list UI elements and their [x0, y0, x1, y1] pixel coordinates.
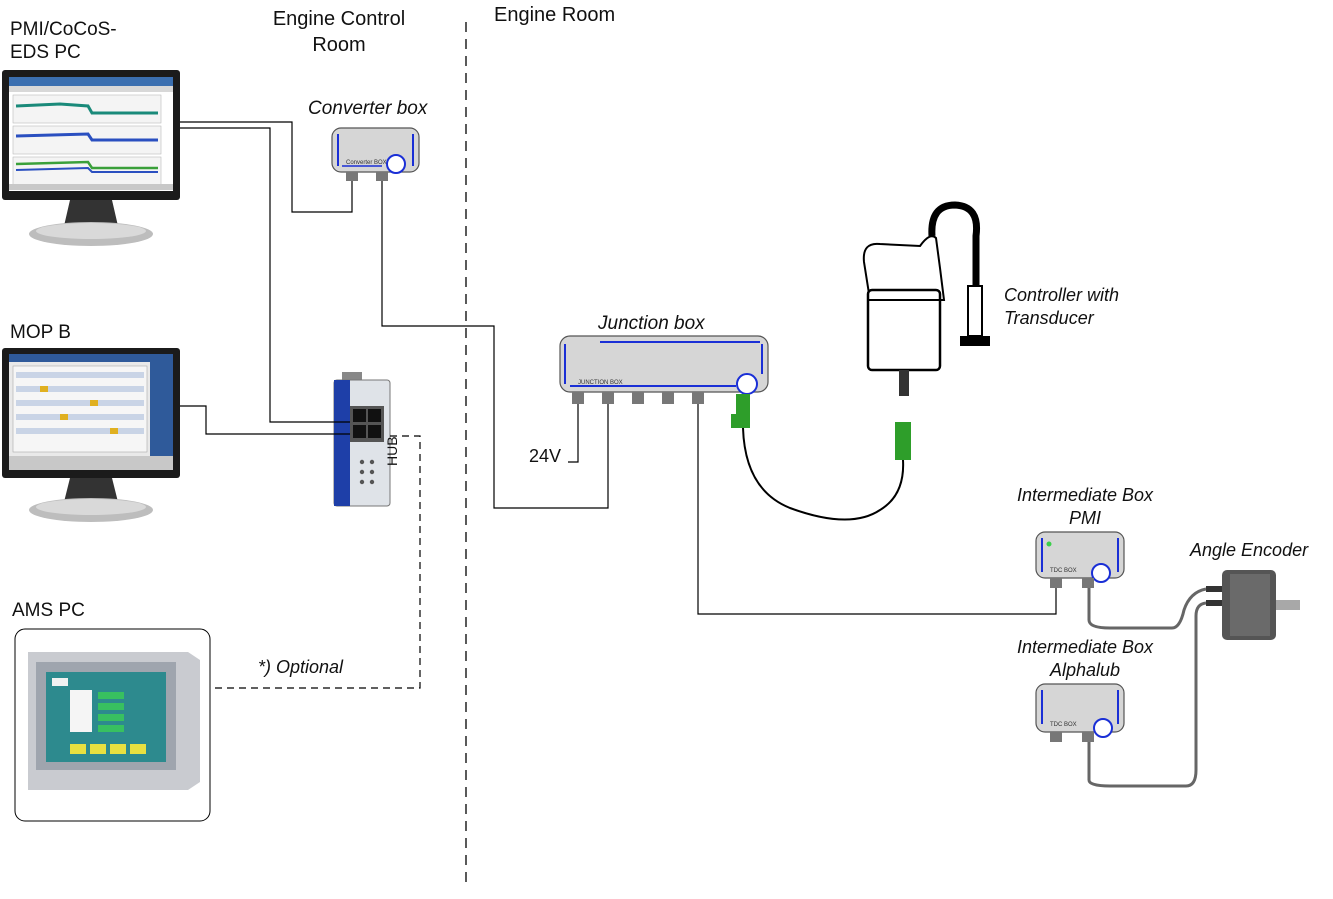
angle-encoder-icon — [1206, 570, 1300, 640]
engine-room-title: Engine Room — [494, 4, 615, 27]
intermediate-box-alphalub-plate: TDC BOX — [1050, 722, 1077, 728]
intermediate-box-pmi-label: Intermediate Box PMI — [995, 484, 1175, 530]
wire-mop-to-hub — [180, 406, 350, 434]
cables — [743, 428, 1206, 786]
junction-box-icon — [560, 336, 768, 404]
voltage-label: 24V — [529, 446, 561, 467]
cable-junction-to-controller — [743, 428, 903, 520]
ams-pc-label: AMS PC — [12, 600, 85, 622]
intermediate-box-alphalub-icon — [1036, 684, 1124, 742]
converter-box-plate: Converter BOX — [346, 160, 387, 166]
angle-encoder-label: Angle Encoder — [1190, 540, 1308, 561]
pmi-pc-monitor-icon — [2, 70, 180, 246]
pmi-pc-label: PMI/CoCoS- EDS PC — [10, 18, 117, 64]
control-room-title: Engine Control Room — [252, 6, 426, 58]
wire-pmi-to-hub — [180, 128, 350, 422]
wire-pmi-to-converter — [180, 122, 352, 212]
controller-transducer-icon — [864, 205, 990, 460]
controller-label: Controller with Transducer — [1004, 284, 1119, 330]
mop-b-label: MOP B — [10, 322, 71, 344]
junction-box-label: Junction box — [598, 313, 705, 335]
mop-b-monitor-icon — [2, 348, 180, 522]
intermediate-box-pmi-icon — [1036, 532, 1124, 588]
ams-pc-panel-icon — [15, 629, 210, 821]
green-connector-icon — [731, 394, 750, 428]
converter-box-label: Converter box — [308, 98, 427, 120]
wire-24v-feed — [568, 404, 578, 462]
wiring — [180, 122, 1056, 688]
hub-label: HUB — [384, 436, 400, 466]
hub-device-icon — [334, 372, 390, 506]
intermediate-box-alphalub-label: Intermediate Box Alphalub — [995, 636, 1175, 682]
junction-box-plate: JUNCTION BOX — [578, 380, 623, 386]
optional-note: *) Optional — [258, 657, 343, 678]
intermediate-box-pmi-plate: TDC BOX — [1050, 568, 1077, 574]
converter-box-icon — [332, 128, 419, 181]
